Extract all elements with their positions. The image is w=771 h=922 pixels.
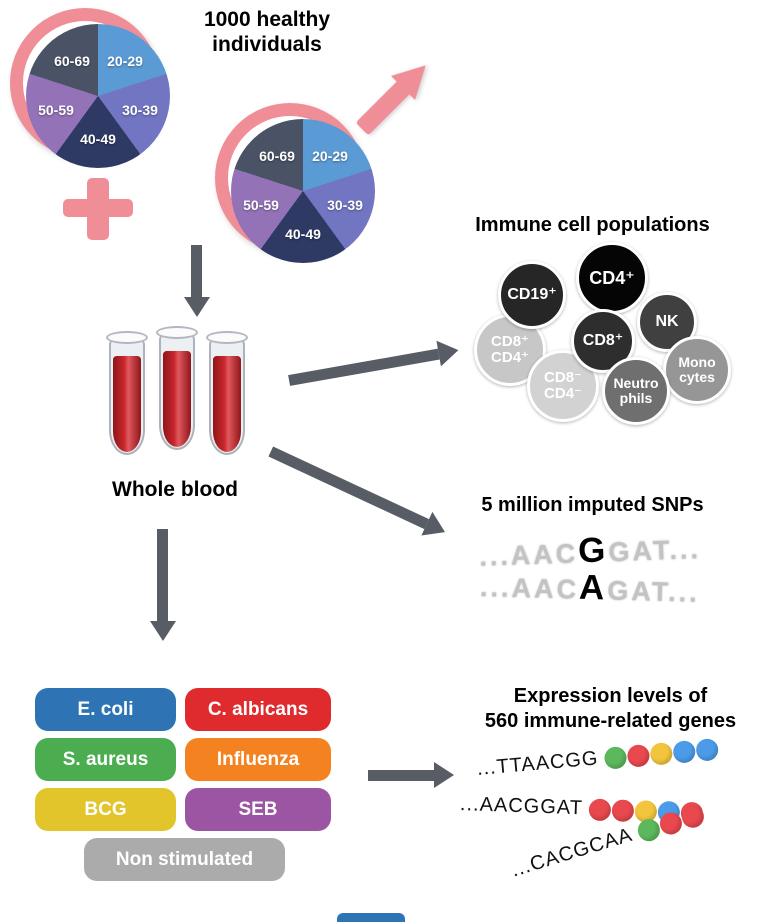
arrow-stimuli-to-expression-icon bbox=[368, 762, 454, 788]
arrow-shaft bbox=[268, 446, 430, 529]
tube-rim bbox=[206, 331, 248, 344]
age-group-label: 50-59 bbox=[243, 197, 279, 213]
snp-variant-allele: G bbox=[577, 530, 610, 571]
whole-blood-label: Whole blood bbox=[112, 478, 238, 501]
cell-label: CD8⁺ CD4⁺ bbox=[491, 333, 529, 366]
age-group-label: 60-69 bbox=[54, 53, 90, 69]
age-group-label: 50-59 bbox=[38, 102, 74, 118]
gene-sequence: ...CACGCAA bbox=[508, 823, 636, 882]
arrow-shaft bbox=[191, 245, 203, 297]
arrow-cohort-to-blood-icon bbox=[184, 245, 210, 317]
cell-label: CD4⁺ bbox=[589, 267, 635, 288]
stimulus-label: Influenza bbox=[216, 748, 300, 770]
gene-bead bbox=[656, 809, 685, 837]
snp-sequence-row: ...AACAGAT... bbox=[425, 564, 756, 613]
tube-blood bbox=[113, 356, 141, 452]
stimulus-s-aureus: S. aureus bbox=[35, 738, 176, 781]
age-group-label: 20-29 bbox=[107, 53, 143, 69]
cell-label: CD19⁺ bbox=[507, 285, 557, 303]
tube-rim bbox=[156, 326, 198, 339]
male-age-pie-chart: 20-29 30-39 40-49 50-59 60-69 bbox=[231, 119, 375, 263]
snp-variant-allele: A bbox=[578, 567, 608, 608]
arrow-blood-to-snps-icon bbox=[266, 439, 451, 544]
cell-cd4: CD4⁺ bbox=[576, 242, 648, 314]
stimulus-label: E. coli bbox=[77, 698, 134, 720]
gene-bead bbox=[649, 741, 674, 766]
gene-bead bbox=[626, 743, 651, 768]
stimulus-label: C. albicans bbox=[207, 698, 309, 720]
stimulus-bcg: BCG bbox=[35, 788, 176, 831]
female-age-pie-chart: 20-29 30-39 40-49 50-59 60-69 bbox=[26, 24, 170, 168]
arrow-head bbox=[436, 337, 461, 367]
age-group-label: 30-39 bbox=[122, 102, 158, 118]
cohort-title: 1000 healthy individuals bbox=[203, 8, 331, 56]
gene-bead bbox=[695, 737, 719, 762]
cell-cd8: CD8⁺ bbox=[571, 309, 635, 373]
age-group-label: 40-49 bbox=[80, 131, 116, 147]
cell-label: NK bbox=[655, 312, 679, 330]
snp-suffix: GAT... bbox=[607, 534, 702, 568]
arrow-head bbox=[184, 297, 210, 317]
age-group-label: 30-39 bbox=[327, 197, 363, 213]
bottom-cropped-shape bbox=[337, 913, 405, 922]
stimulus-seb: SEB bbox=[185, 788, 331, 831]
age-group-label: 40-49 bbox=[285, 226, 321, 242]
age-group-label: 60-69 bbox=[259, 148, 295, 164]
gene-bead bbox=[672, 739, 696, 764]
blood-tube-icon bbox=[206, 331, 248, 456]
gene-sequence: ...AACGGAT bbox=[459, 793, 584, 820]
cell-label: Mono cytes bbox=[678, 354, 716, 385]
arrow-head bbox=[150, 621, 176, 641]
arrow-head bbox=[434, 762, 454, 788]
tube-blood bbox=[213, 356, 241, 452]
blood-tube-icon bbox=[106, 331, 148, 456]
age-group-label: 20-29 bbox=[312, 148, 348, 164]
snp-suffix: GAT... bbox=[606, 575, 701, 608]
arrow-shaft bbox=[157, 529, 169, 621]
male-symbol-arrow bbox=[350, 51, 441, 142]
cell-monocytes: Mono cytes bbox=[663, 336, 731, 404]
gene-bead bbox=[588, 798, 612, 821]
gene-bead bbox=[634, 816, 663, 844]
blood-tube-icon bbox=[156, 326, 198, 451]
immune-populations-title: Immune cell populations bbox=[475, 214, 710, 236]
arrow-shaft bbox=[368, 769, 434, 781]
arrow-shaft bbox=[288, 348, 440, 386]
cell-label: CD8⁺ bbox=[582, 331, 624, 349]
female-cross-bar bbox=[63, 199, 133, 217]
stimulus-e-coli: E. coli bbox=[35, 688, 176, 731]
tube-rim bbox=[106, 331, 148, 344]
stimulus-label: S. aureus bbox=[62, 748, 149, 770]
expression-title: Expression levels of 560 immune-related … bbox=[484, 685, 737, 732]
tube-blood bbox=[163, 351, 191, 447]
stimulus-non-stimulated: Non stimulated bbox=[84, 838, 285, 881]
stimulus-influenza: Influenza bbox=[185, 738, 331, 781]
snp-prefix: ...AAC bbox=[479, 572, 580, 605]
gene-sequence-row: ...TTAACGG bbox=[476, 737, 719, 781]
stimulus-label: BCG bbox=[84, 798, 127, 820]
gene-sequence: ...TTAACGG bbox=[475, 747, 600, 780]
arrow-blood-to-immune-cells-icon bbox=[287, 337, 461, 392]
cell-neutrophils: Neutro phils bbox=[602, 357, 670, 425]
cell-label: CD8⁻ CD4⁻ bbox=[544, 369, 582, 402]
cell-cd8neg-cd4neg: CD8⁻ CD4⁻ bbox=[527, 350, 599, 422]
stimulus-label: Non stimulated bbox=[115, 848, 254, 870]
cell-label: Neutro phils bbox=[613, 375, 659, 406]
stimulus-c-albicans: C. albicans bbox=[185, 688, 331, 731]
snps-title: 5 million imputed SNPs bbox=[481, 494, 704, 516]
stimulus-label: SEB bbox=[238, 798, 278, 820]
gene-bead bbox=[603, 745, 628, 770]
gene-bead bbox=[611, 798, 635, 822]
cell-cd19: CD19⁺ bbox=[498, 261, 566, 329]
arrow-blood-to-stimuli-icon bbox=[150, 529, 176, 641]
